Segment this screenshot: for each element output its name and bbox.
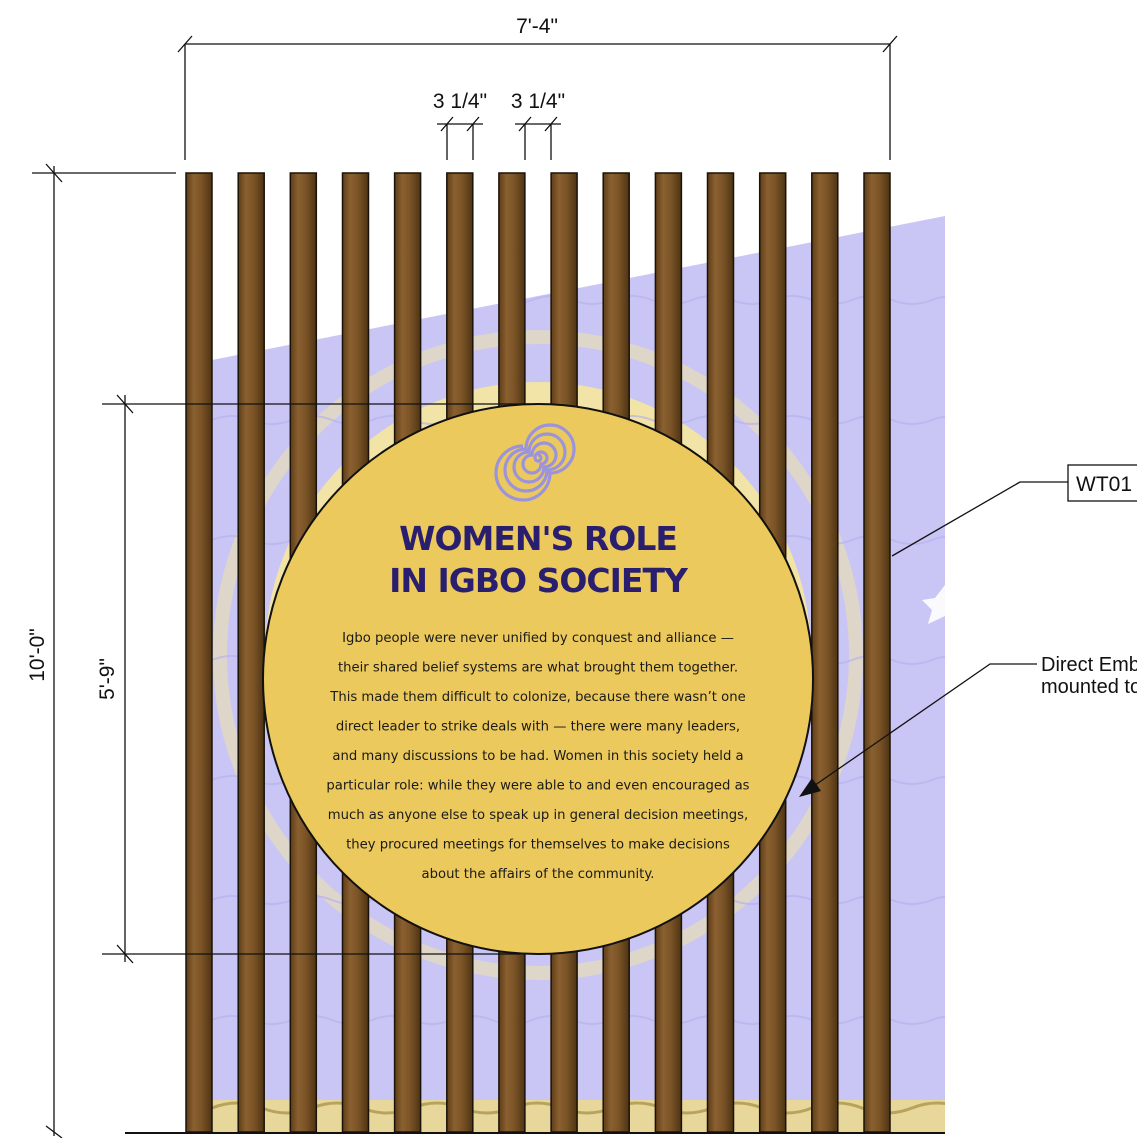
panel-height-label: 5'-9" (96, 658, 119, 700)
note-line1: Direct Emb (1041, 654, 1137, 676)
dimension-lines (32, 35, 945, 1138)
panel-body-line: This made them difficult to colonize, be… (329, 690, 745, 705)
panel-body-line: and many discussions to be had. Women in… (332, 749, 743, 764)
panel-title-line2: IN IGBO SOCIETY (389, 561, 689, 600)
wood-slat (185, 172, 213, 1133)
slat-width-label-a: 3 1/4" (433, 90, 487, 113)
interpretive-panel: WOMEN'S ROLE IN IGBO SOCIETY Igbo people… (262, 403, 814, 955)
spiral-icon (494, 423, 576, 502)
note-callout: Direct Emb mounted to (799, 654, 1137, 797)
panel-body: Igbo people were never unified by conque… (326, 631, 749, 882)
panel-body-line: Igbo people were never unified by conque… (342, 631, 734, 646)
panel-body-line: much as anyone else to speak up in gener… (328, 808, 748, 823)
wood-slat (811, 172, 839, 1133)
overall-height-label: 10'-0" (26, 628, 49, 682)
wood-slat (863, 172, 891, 1133)
panel-body-line: particular role: while they were able to… (326, 779, 749, 794)
panel-title-line1: WOMEN'S ROLE (399, 519, 677, 558)
note-line2: mounted to (1041, 676, 1137, 698)
material-tag-box (1067, 464, 1137, 502)
panel-body-line: their shared belief systems are what bro… (338, 661, 738, 676)
arrowhead (799, 778, 821, 797)
star-shape (922, 585, 945, 624)
panel-body-line: they procured meetings for themselves to… (346, 838, 730, 853)
material-tag: WT01 (1076, 473, 1132, 496)
wood-slat (237, 172, 265, 1133)
dimension-labels: 7'-4" 3 1/4" 3 1/4" 10'-0" 5'-9" (26, 15, 565, 700)
panel-body-line: direct leader to strike deals with — the… (336, 720, 740, 735)
panel-disc (262, 403, 814, 955)
overall-width-label: 7'-4" (516, 15, 558, 38)
panel-body-line: about the affairs of the community. (422, 867, 655, 882)
slat-width-label-b: 3 1/4" (511, 90, 565, 113)
material-callout: WT01 (891, 464, 1137, 557)
